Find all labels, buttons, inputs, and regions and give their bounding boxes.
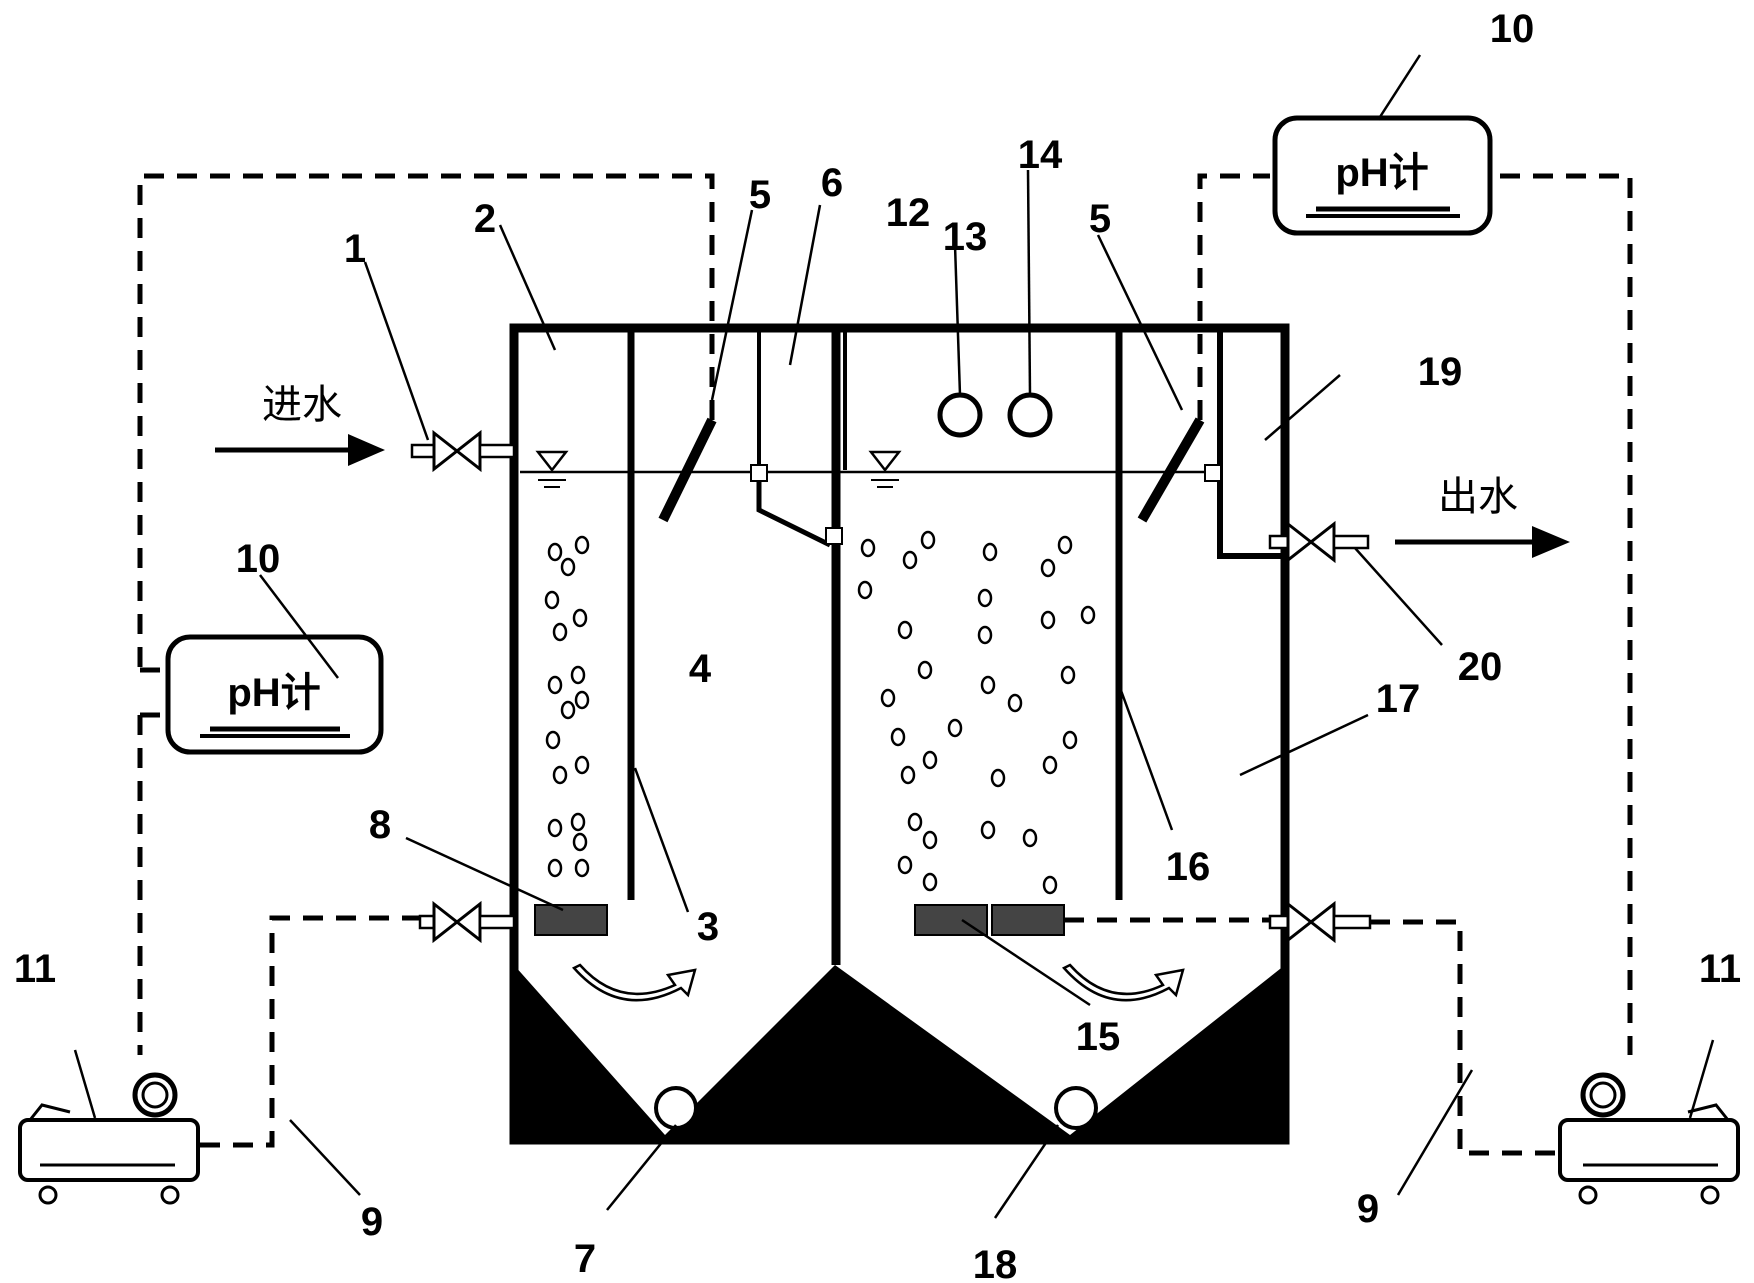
overflow-pipe-joint-bottom bbox=[825, 527, 843, 545]
label-13: 13 bbox=[943, 215, 988, 259]
label-2: 2 bbox=[474, 197, 496, 241]
overflow-pipe-joint-top bbox=[750, 464, 768, 482]
label-6: 6 bbox=[821, 161, 843, 205]
svg-text:pH计: pH计 bbox=[1335, 151, 1428, 195]
ph-meter-left: pH计 bbox=[165, 634, 384, 755]
label-17: 17 bbox=[1376, 677, 1421, 721]
inflow-arrow bbox=[215, 434, 385, 466]
label-18: 18 bbox=[973, 1243, 1018, 1283]
label-5a: 5 bbox=[749, 173, 771, 217]
reactor-tank bbox=[509, 323, 1290, 1145]
dashed-lines bbox=[137, 173, 1633, 1156]
circulation-arrow-left bbox=[571, 963, 697, 1002]
outlet-valve bbox=[1268, 520, 1370, 564]
sludge-hopper-fill bbox=[514, 965, 1285, 1140]
air-valve-left bbox=[418, 900, 516, 944]
label-8: 8 bbox=[369, 803, 391, 847]
tank-outer-wall bbox=[509, 323, 1290, 1145]
label-7: 7 bbox=[574, 1237, 596, 1281]
label-12: 12 bbox=[886, 191, 931, 235]
sensor-b-icon bbox=[1007, 392, 1053, 438]
sludge-outlet-right bbox=[1054, 1086, 1098, 1130]
inlet-valve bbox=[410, 429, 516, 473]
number-labels: 1 2 3 4 5 5 6 7 8 9 9 10 10 11 11 12 13 … bbox=[14, 7, 1741, 1283]
circulation-arrow-right bbox=[1061, 963, 1185, 1002]
outlet-joint bbox=[1204, 464, 1222, 482]
outflow-arrow bbox=[1395, 526, 1570, 558]
air-pump-left bbox=[18, 1072, 200, 1205]
label-19: 19 bbox=[1418, 350, 1463, 394]
label-10b: 10 bbox=[236, 537, 281, 581]
ph-probe-right bbox=[1137, 417, 1205, 523]
water-level-marker-right bbox=[868, 450, 902, 488]
svg-text:pH计: pH计 bbox=[227, 671, 320, 715]
inflow-label: 进水 bbox=[262, 382, 342, 428]
bubbles-left bbox=[544, 535, 590, 878]
label-1: 1 bbox=[344, 227, 366, 271]
label-9a: 9 bbox=[361, 1200, 383, 1244]
aerator-right-b bbox=[991, 904, 1065, 936]
label-11a: 11 bbox=[14, 947, 56, 991]
overflow-pipe bbox=[756, 472, 832, 548]
air-pump-right bbox=[1558, 1072, 1740, 1205]
label-11b: 11 bbox=[1699, 947, 1741, 991]
air-valve-right bbox=[1268, 900, 1372, 944]
label-4: 4 bbox=[689, 647, 712, 691]
label-9b: 9 bbox=[1357, 1187, 1379, 1231]
outlet-chamber-wall bbox=[1217, 328, 1285, 559]
outflow-label: 出水 bbox=[1438, 474, 1518, 520]
label-14: 14 bbox=[1018, 133, 1063, 177]
sensor-a-icon bbox=[937, 392, 983, 438]
label-5b: 5 bbox=[1089, 197, 1111, 241]
bubbles-right bbox=[857, 530, 1096, 895]
ph-meter-top: pH计 bbox=[1272, 115, 1493, 236]
label-3: 3 bbox=[697, 905, 719, 949]
label-10a: 10 bbox=[1490, 7, 1535, 51]
ph-probe-left bbox=[658, 417, 717, 523]
label-20: 20 bbox=[1458, 645, 1503, 689]
aerator-left bbox=[534, 904, 608, 936]
label-16: 16 bbox=[1166, 845, 1211, 889]
water-level-marker-left bbox=[535, 450, 569, 488]
sludge-outlet-left bbox=[654, 1086, 698, 1130]
label-15: 15 bbox=[1076, 1015, 1121, 1059]
leader-lines bbox=[73, 54, 1715, 1219]
